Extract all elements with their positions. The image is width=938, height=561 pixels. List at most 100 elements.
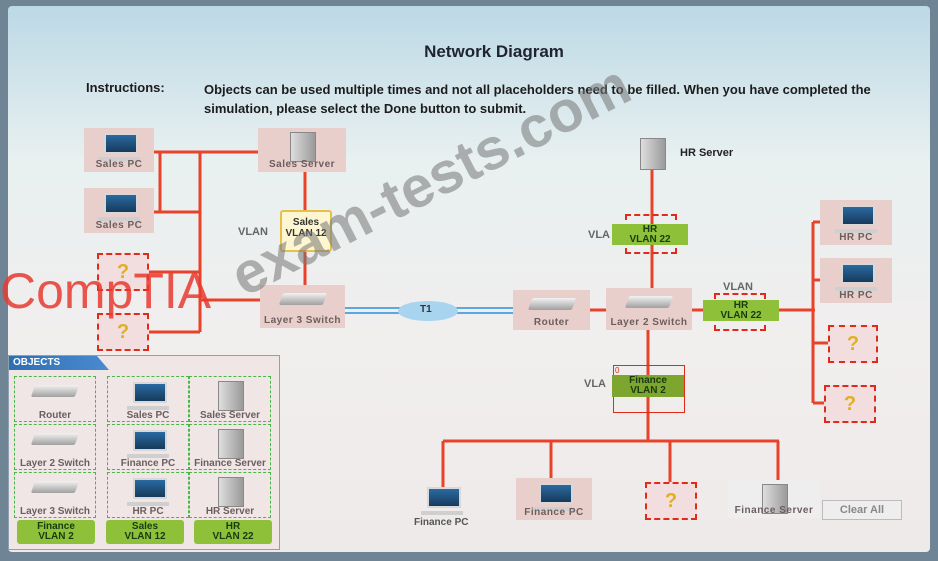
instructions-text: Objects can be used multiple times and n… [204,82,871,116]
object-finance-pc[interactable]: Finance PC [107,424,189,470]
placeholder-slot[interactable]: ? [97,253,149,291]
object-label: Sales Server [199,410,261,421]
sales-server-node[interactable]: Sales Server [258,128,346,172]
vlan-line1: HR [733,300,749,311]
object-label: HR PC [132,506,164,517]
vlan-line2: VLAN 2 [630,385,666,396]
finance-pc-node[interactable]: Finance PC [516,478,592,520]
node-label: Finance PC [524,507,584,518]
object-label: HR Server [205,506,255,517]
pc-icon [835,205,877,233]
switch-icon [30,481,80,493]
server-icon [762,484,788,514]
comptia-watermark: CompTIA [0,263,212,319]
layer2-switch-node[interactable]: Layer 2 Switch [606,288,692,330]
layer3-switch-node[interactable]: Layer 3 Switch [260,285,345,328]
vlan-line2: VLAN 22 [212,531,254,542]
object-layer2-switch[interactable]: Layer 2 Switch [14,424,96,470]
wan-cloud-icon [398,301,458,321]
objects-panel: OBJECTS Router Sales PC Sales Server Lay… [8,355,280,550]
object-label: Layer 2 Switch [19,458,91,469]
finance-pc-label: Finance PC [414,517,469,528]
server-icon [218,477,244,507]
pc-icon [533,483,575,511]
clear-all-button[interactable]: Clear All [822,500,902,520]
vlan-line1: Sales [292,217,320,228]
objects-header: OBJECTS [9,356,109,370]
t1-label: T1 [420,304,432,315]
switch-icon [624,296,674,308]
placeholder-slot[interactable]: ? [97,313,149,351]
sales-pc-node[interactable]: Sales PC [84,128,154,172]
placeholder-slot[interactable]: ? [645,482,697,520]
switch-icon [278,293,327,305]
vlan-line2: VLAN 22 [720,310,762,321]
node-label: Layer 2 Switch [610,317,688,328]
router-icon [30,385,80,397]
vlan-line1: Finance [37,521,75,532]
hr-pc-node[interactable]: HR PC [820,200,892,245]
placeholder-slot[interactable]: ? [824,385,876,423]
pc-icon [835,263,877,291]
pc-icon [127,382,169,410]
vlan-line2: VLAN 12 [285,228,327,239]
vlan-prefix-label: VLAN [723,281,753,293]
server-icon [290,132,316,162]
vlan-line2: VLAN 12 [124,531,166,542]
vlan-prefix-label: VLA [584,378,606,390]
object-finance-server[interactable]: Finance Server [189,424,271,470]
server-icon [218,381,244,411]
node-label: Router [533,317,570,328]
vlan-line2: VLAN 2 [38,531,74,542]
object-sales-server[interactable]: Sales Server [189,376,271,422]
vlan-line1: Finance [629,375,667,386]
hr-server-icon[interactable] [640,138,666,170]
vlan-prefix-label: VLAN [238,226,268,238]
pc-icon [421,487,463,515]
object-label: Finance Server [194,458,266,469]
object-label: Layer 3 Switch [19,506,91,517]
vlan-line1: Sales [131,521,159,532]
node-label: Sales PC [95,159,143,170]
placeholder-slot[interactable]: ? [828,325,878,363]
object-hr-pc[interactable]: HR PC [107,472,189,518]
node-label: Finance Server [734,505,814,516]
pc-icon [98,133,140,161]
node-label: HR PC [839,290,873,301]
finance-server-node[interactable]: Finance Server [728,480,820,518]
slot-index: 0 [615,366,620,375]
node-label: Sales Server [268,159,336,170]
server-icon [218,429,244,459]
router-node[interactable]: Router [513,290,590,330]
hr-pc-node[interactable]: HR PC [820,258,892,303]
object-sales-pc[interactable]: Sales PC [107,376,189,422]
switch-icon [30,433,80,445]
t1-link [345,301,513,321]
object-layer3-switch[interactable]: Layer 3 Switch [14,472,96,518]
object-hr-server[interactable]: HR Server [189,472,271,518]
object-router[interactable]: Router [14,376,96,422]
page-title: Network Diagram [424,42,564,61]
pc-icon [127,478,169,506]
vlan-prefix-label: VLA [588,229,610,241]
node-label: Layer 3 Switch [263,315,342,326]
object-label: Sales PC [126,410,170,421]
sales-pc-node[interactable]: Sales PC [84,188,154,233]
object-label: Finance PC [120,458,176,469]
pc-icon [98,193,140,221]
finance-pc-node[interactable] [421,487,463,515]
node-label: HR PC [839,232,873,243]
instructions-label: Instructions: [86,80,165,95]
object-label: Router [38,410,72,421]
node-label: Sales PC [95,220,143,231]
pc-icon [127,430,169,458]
vlan-line1: HR [642,224,658,235]
vlan-line2: VLAN 22 [629,234,671,245]
